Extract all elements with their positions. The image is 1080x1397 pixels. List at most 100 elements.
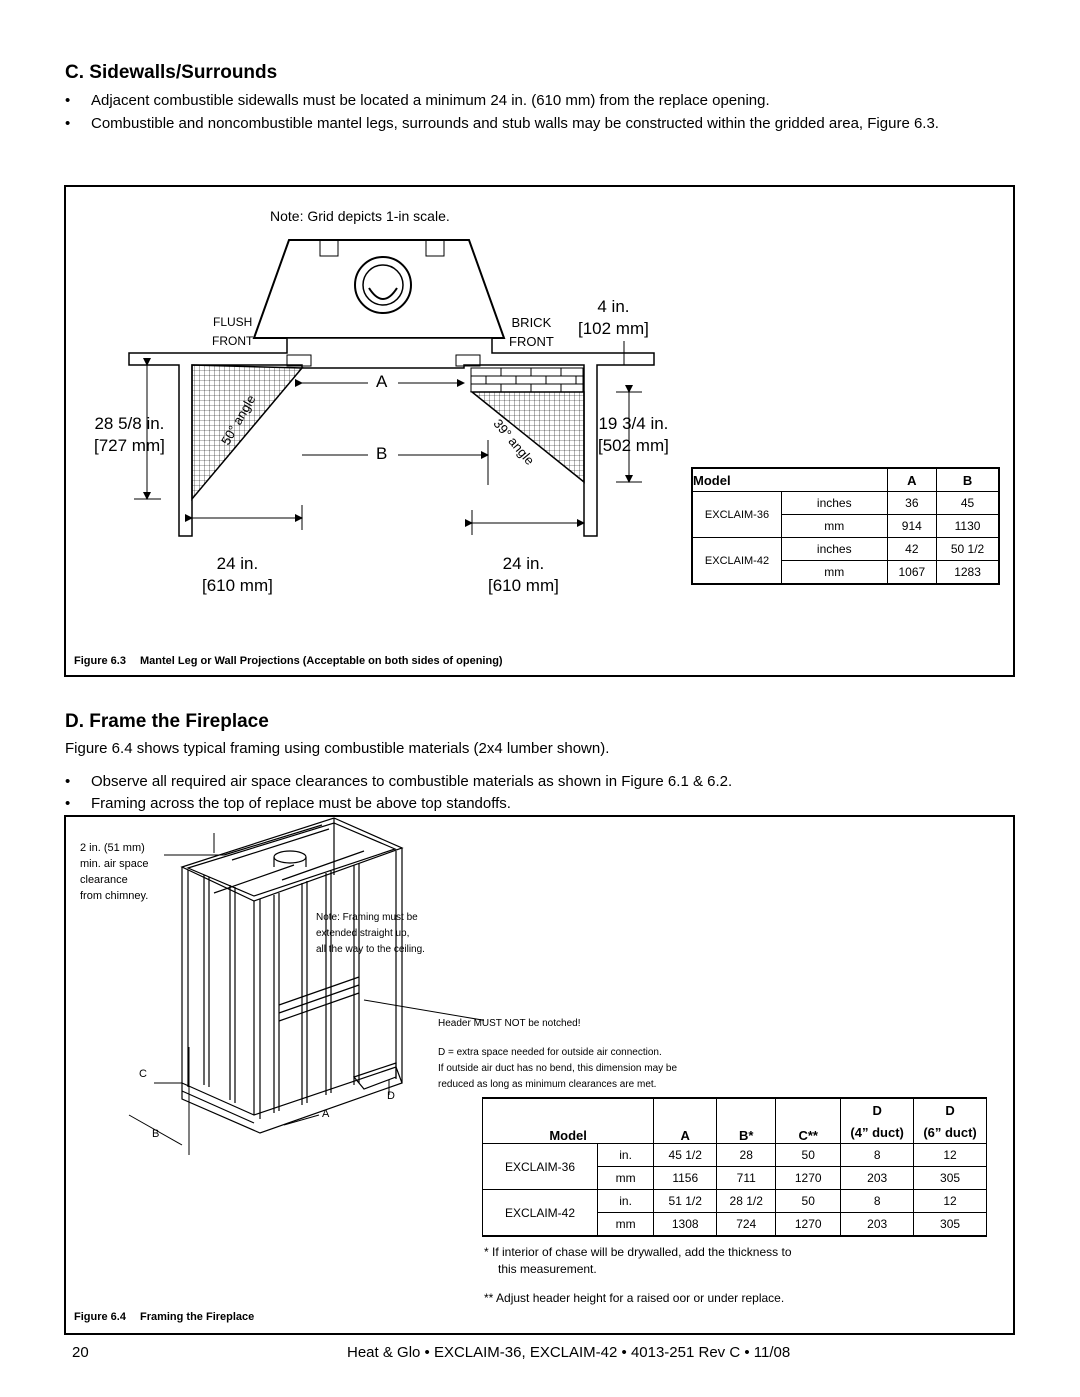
framing-note: Note: Framing must be extended straight … <box>316 910 425 958</box>
dim-line: [610 mm] <box>488 576 559 595</box>
model-name: EXCLAIM-42 <box>482 1189 598 1237</box>
cell: 45 <box>936 491 1000 515</box>
page-number: 20 <box>72 1344 89 1361</box>
table-header-row: Model A B* C** D D <box>481 1097 987 1144</box>
d-note: D = extra space needed for outside air c… <box>438 1045 677 1093</box>
note-line: extended straight up, <box>316 928 410 939</box>
cell: 12 <box>913 1143 987 1167</box>
label-line: BRICK <box>511 315 552 330</box>
note-line: If outside air duct has no bend, this di… <box>438 1063 678 1074</box>
table-6-4: Model A B* C** D D (4” duct) (6” duct) E… <box>481 1097 987 1237</box>
dim-line: 4 in. <box>597 297 630 316</box>
bullet-text: Framing across the top of replace must b… <box>91 795 511 812</box>
callout-line: clearance <box>80 874 128 886</box>
figure-6-3-diagram <box>128 239 655 537</box>
section-c-heading: C. Sidewalls/Surrounds <box>65 62 278 83</box>
cell: 1270 <box>775 1212 842 1237</box>
dim-4in: 4 in. [102 mm] <box>578 296 649 340</box>
cell: 1130 <box>936 514 1000 538</box>
dim-line: 28 5/8 in. <box>94 414 165 433</box>
caption-number: Figure 6.4 <box>74 1311 126 1323</box>
bullet-text: Adjacent combustible sidewalls must be l… <box>91 92 770 109</box>
dim-bottom-left: 24 in. [610 mm] <box>202 553 273 597</box>
callout-line: from chimney. <box>80 890 149 902</box>
label-c-framing: C <box>139 1068 147 1080</box>
figure-6-4-caption: Figure 6.4 Framing the Fireplace <box>74 1311 254 1323</box>
cell: 51 1/2 <box>653 1189 718 1213</box>
footnote-line: this measurement. <box>498 1262 597 1276</box>
footnote-line: * If interior of chase will be drywalled… <box>484 1245 792 1259</box>
header-b: B <box>936 467 1000 492</box>
callout-line: min. air space <box>80 858 149 870</box>
flush-front-label: FLUSH FRONT <box>212 313 253 351</box>
caption-number: Figure 6.3 <box>74 655 126 667</box>
cell: 1308 <box>653 1212 718 1237</box>
figure-6-3-caption: Figure 6.3 Mantel Leg or Wall Projections… <box>74 655 503 667</box>
unit: mm <box>596 1212 655 1237</box>
model-name: EXCLAIM-42 <box>691 537 782 585</box>
dim-line: 24 in. <box>502 554 545 573</box>
callout-line: 2 in. (51 mm) <box>80 842 145 854</box>
grid-area-left <box>191 364 304 502</box>
cell: 28 1/2 <box>716 1189 777 1213</box>
grid-area-right <box>469 391 585 484</box>
table-header-row: Model A B <box>691 467 1000 492</box>
dim-bottom-right: 24 in. [610 mm] <box>488 553 559 597</box>
cell: 305 <box>913 1166 987 1190</box>
unit: mm <box>596 1166 655 1190</box>
cell: 1270 <box>775 1166 842 1190</box>
table-row: EXCLAIM-42 in. 51 1/2 28 1/2 50 8 12 <box>482 1189 987 1237</box>
caption-text: Mantel Leg or Wall Projections (Acceptab… <box>139 655 503 667</box>
label-a-framing: A <box>322 1108 330 1120</box>
table-row: mm 914 1130 <box>692 514 1000 538</box>
header-c: C** <box>775 1097 842 1144</box>
figure-6-4-box <box>64 815 1015 1335</box>
cell: 42 <box>886 537 938 561</box>
cell: 8 <box>840 1143 915 1167</box>
dim-line: [610 mm] <box>202 576 273 595</box>
model-name: EXCLAIM-36 <box>482 1143 598 1190</box>
figure-6-3-box <box>64 185 1015 677</box>
firebox-outline <box>252 239 506 339</box>
dim-line: [102 mm] <box>578 319 649 338</box>
cell: 1067 <box>886 560 938 585</box>
table-row: EXCLAIM-42 inches 42 50 1/2 <box>691 537 1000 585</box>
framing-diagram <box>128 817 484 1155</box>
section-d-heading: D. Frame the Fireplace <box>65 711 269 732</box>
cell: 50 1/2 <box>936 537 1000 561</box>
table-row: EXCLAIM-36 inches 36 45 <box>691 491 1000 538</box>
label-line: FRONT <box>509 334 554 349</box>
note-line: D = extra space needed for outside air c… <box>438 1047 662 1058</box>
unit: in. <box>596 1143 655 1167</box>
bullet-c-1: •Adjacent combustible sidewalls must be … <box>65 92 770 109</box>
grid-note: Note: Grid depicts 1-in scale. <box>270 208 450 224</box>
dim-left: 28 5/8 in. [727 mm] <box>94 413 165 457</box>
cell: 203 <box>840 1212 915 1237</box>
footnote-1: * If interior of chase will be drywalled… <box>484 1244 792 1278</box>
cell: 8 <box>840 1189 915 1213</box>
label-d-framing: D <box>387 1090 395 1102</box>
table-subheader-row: (4” duct) (6” duct) <box>483 1121 987 1144</box>
unit: mm <box>781 560 888 585</box>
unit: in. <box>596 1189 655 1213</box>
header-d6-sub: (6” duct) <box>913 1121 987 1144</box>
header-model: Model <box>481 1097 655 1144</box>
table-row: mm 1156 711 1270 203 305 <box>483 1166 987 1190</box>
bullet-text: Combustible and noncombustible mantel le… <box>91 115 939 132</box>
caption-text: Framing the Fireplace <box>139 1311 255 1323</box>
unit: mm <box>781 514 888 538</box>
bullet-d-2: •Framing across the top of replace must … <box>65 795 511 812</box>
brick-front <box>470 367 584 393</box>
header-d4: D <box>840 1097 915 1121</box>
cell: 12 <box>913 1189 987 1213</box>
chimney-callout: 2 in. (51 mm) min. air space clearance f… <box>80 840 148 904</box>
dim-line: 19 3/4 in. <box>598 414 669 433</box>
header-note: Header MUST NOT be notched! <box>438 1018 581 1029</box>
table-6-3: Model A B EXCLAIM-36 inches 36 45 mm 914… <box>691 467 1000 585</box>
cell: 914 <box>886 514 938 538</box>
cell: 36 <box>886 491 938 515</box>
model-name: EXCLAIM-36 <box>691 491 782 538</box>
note-line: Note: Framing must be <box>316 912 418 923</box>
label-b-framing: B <box>152 1128 160 1140</box>
cell: 724 <box>716 1212 777 1237</box>
